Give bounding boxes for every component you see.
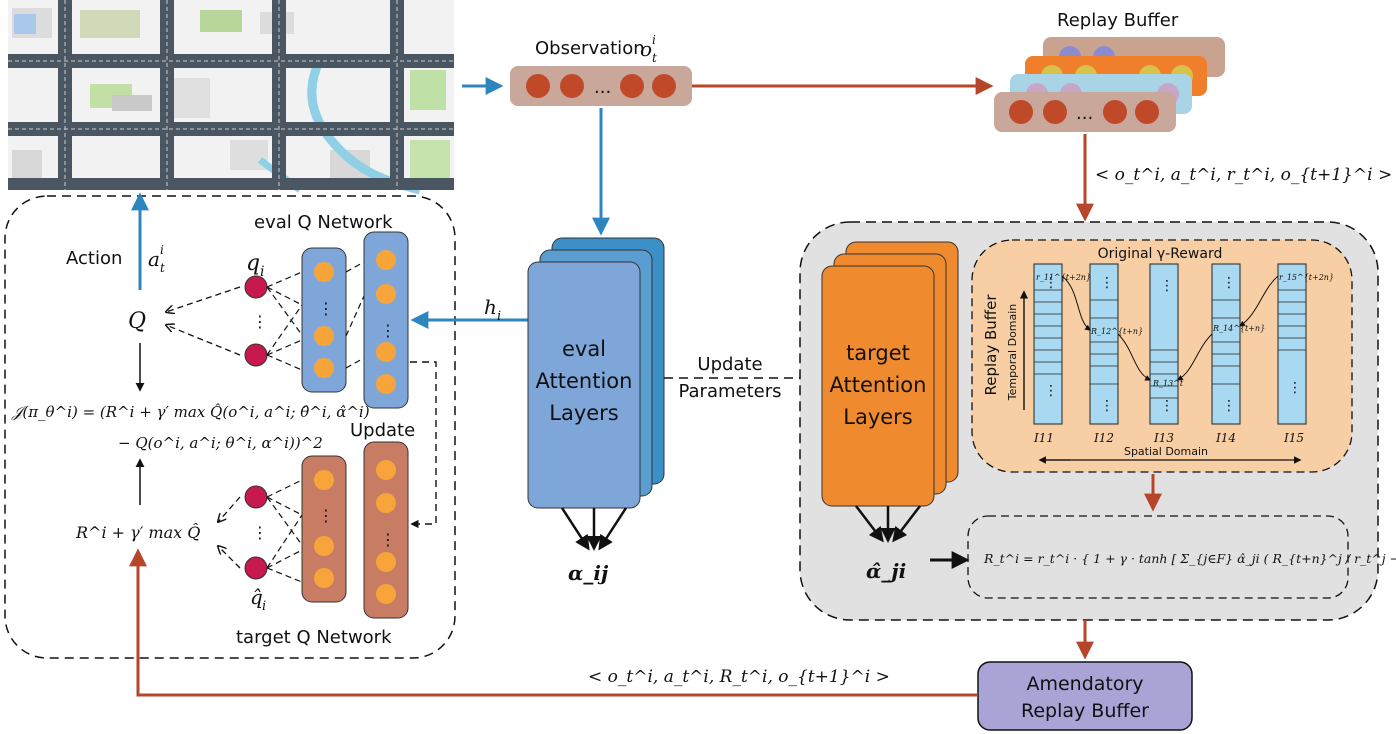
svg-text:Replay Buffer: Replay Buffer — [982, 294, 1000, 396]
target-q-network: ⋮ q̂ i ⋮ ⋮ target Q Network — [236, 441, 409, 648]
svg-text:⋮: ⋮ — [1044, 275, 1058, 291]
svg-text:I11: I11 — [1033, 431, 1054, 445]
svg-text:Spatial Domain: Spatial Domain — [1124, 445, 1208, 458]
svg-text:...: ... — [1076, 103, 1093, 124]
q-value-symbol: Q — [128, 309, 146, 334]
cell-i13: R_13^t — [1152, 379, 1184, 388]
svg-text:⋮: ⋮ — [1100, 275, 1114, 291]
svg-text:I15: I15 — [1283, 431, 1304, 445]
cell-i15: r_15^{t+2n} — [1279, 273, 1334, 282]
svg-text:⋮: ⋮ — [1160, 278, 1174, 294]
svg-text:− Q(o^i, a^i; θ^i, α^i))^2: − Q(o^i, a^i; θ^i, α^i))^2 — [118, 434, 323, 452]
svg-text:Attention: Attention — [830, 373, 927, 397]
svg-text:R_t^i = r_t^i · { 1 + γ · tanh: R_t^i = r_t^i · { 1 + γ · tanh [ Σ_{j∈F}… — [983, 551, 1396, 566]
svg-text:⋮: ⋮ — [318, 299, 334, 318]
observation-bar — [510, 66, 692, 106]
svg-text:Parameters: Parameters — [678, 381, 781, 402]
svg-text:Temporal Domain: Temporal Domain — [1006, 304, 1019, 402]
svg-text:i: i — [260, 264, 264, 280]
svg-text:I14: I14 — [1215, 431, 1236, 445]
replay-buffer-title: Replay Buffer — [1057, 10, 1179, 31]
svg-text:I13: I13 — [1153, 431, 1174, 445]
amendatory-replay-buffer: Amendatory Replay Buffer — [977, 661, 1193, 731]
svg-text:⋮: ⋮ — [252, 523, 268, 542]
svg-text:i: i — [262, 599, 266, 614]
svg-text:Amendatory: Amendatory — [1026, 673, 1143, 695]
target-value-label: R^i + γ′ max Q̂ — [75, 523, 200, 542]
svg-text:Action: Action — [66, 248, 122, 269]
city-map — [8, 0, 454, 195]
svg-text:⋮: ⋮ — [1222, 398, 1236, 414]
eval-attention-layers: eval Attention Layers — [527, 237, 665, 509]
amended-reward-formula: R_t^i = r_t^i · { 1 + γ · tanh [ Σ_{j∈F}… — [967, 515, 1396, 599]
svg-text:⋮: ⋮ — [1100, 398, 1114, 414]
svg-text:h: h — [484, 295, 497, 319]
svg-text:i: i — [497, 309, 501, 324]
observation-symbol: o — [640, 37, 652, 61]
svg-text:⋮: ⋮ — [380, 530, 396, 549]
action-label: Action a i t — [66, 243, 165, 275]
update-label: Update — [350, 420, 415, 441]
svg-text:Update: Update — [697, 354, 762, 375]
svg-text:q: q — [246, 251, 260, 276]
update-parameters-label: Update Parameters — [678, 354, 781, 402]
objective-function: 𝒥(π_θ^i) = (R^i + γ′ max Q̂(o^i, a^i; θ̂… — [11, 403, 370, 452]
eval-q-network: eval Q Network q i ⋮ ⋮ ⋮ — [244, 212, 409, 409]
svg-text:...: ... — [594, 77, 611, 98]
hidden-state-label: h i — [484, 295, 501, 324]
svg-text:⋮: ⋮ — [1288, 380, 1302, 396]
q-network-frame — [4, 195, 456, 659]
svg-text:eval Q Network: eval Q Network — [254, 212, 393, 233]
observation: Observation o i t ... — [510, 33, 692, 106]
svg-text:⋮: ⋮ — [1044, 383, 1058, 399]
eval-attention-output: α_ij — [568, 561, 609, 585]
svg-text:⋮: ⋮ — [318, 506, 334, 525]
svg-text:i: i — [652, 33, 656, 47]
svg-text:i: i — [160, 243, 164, 257]
cell-i14: R_14^{t+n} — [1212, 324, 1265, 333]
svg-text:target: target — [846, 341, 910, 365]
svg-text:t: t — [652, 51, 657, 65]
target-attention-output: α̂_ji — [866, 559, 906, 583]
replay-tuple: < o_t^i, a_t^i, r_t^i, o_{t+1}^i > — [1095, 165, 1392, 185]
svg-text:Layers: Layers — [843, 405, 913, 429]
svg-text:⋮: ⋮ — [1160, 398, 1174, 414]
svg-text:Layers: Layers — [549, 401, 619, 425]
arrow-amendatory-to-target-value — [129, 548, 978, 697]
svg-text:I12: I12 — [1093, 431, 1114, 445]
svg-text:t: t — [160, 261, 165, 275]
svg-text:target Q Network: target Q Network — [236, 627, 392, 648]
svg-text:𝒥(π_θ^i) = (R^i + γ′ max Q̂(o: 𝒥(π_θ^i) = (R^i + γ′ max Q̂(o^i, a^i; θ̂… — [11, 403, 370, 421]
observation-label: Observation — [535, 38, 645, 59]
replay-buffer-front — [994, 92, 1176, 132]
svg-text:⋮: ⋮ — [252, 312, 268, 331]
svg-text:Original γ-Reward: Original γ-Reward — [1098, 246, 1223, 262]
svg-text:Replay Buffer: Replay Buffer — [1021, 700, 1149, 722]
svg-text:⋮: ⋮ — [1222, 275, 1236, 291]
svg-text:eval: eval — [562, 337, 606, 361]
cell-i12: R_12^{t+n} — [1090, 327, 1143, 336]
replay-buffer: Replay Buffer ... < o_t^i, a_t^i, r_t^i,… — [994, 10, 1392, 185]
target-attention-layers: target Attention Layers — [821, 241, 959, 507]
reward-panel: Original γ-Reward Replay Buffer Temporal… — [971, 239, 1353, 473]
amended-tuple: < o_t^i, a_t^i, R_t^i, o_{t+1}^i > — [588, 667, 890, 687]
svg-text:Attention: Attention — [536, 369, 633, 393]
svg-text:a: a — [148, 247, 160, 271]
svg-text:q̂: q̂ — [250, 585, 263, 609]
svg-text:⋮: ⋮ — [380, 321, 396, 340]
